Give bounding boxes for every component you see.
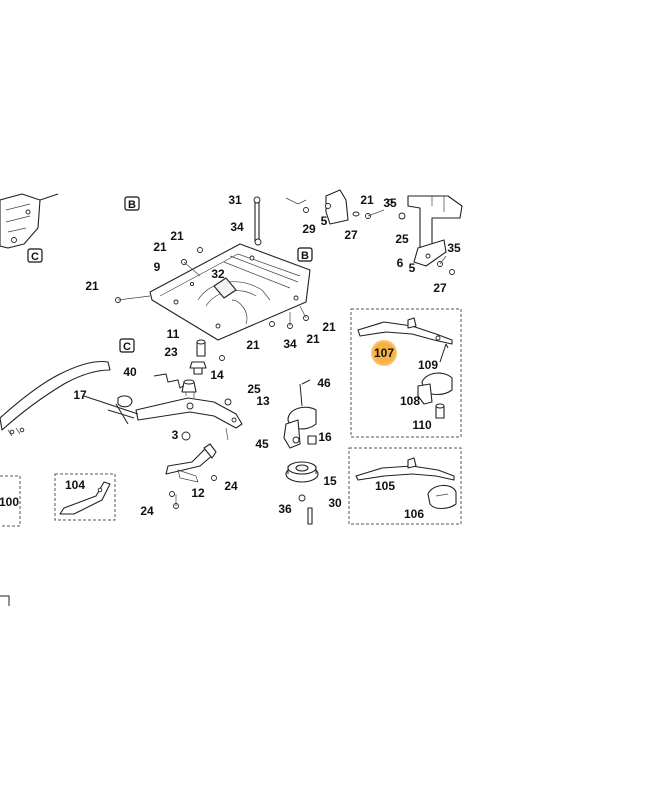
label-27: 27: [433, 281, 447, 295]
label-21: 21: [360, 193, 374, 207]
label-106: 106: [404, 507, 424, 521]
view-marker-c-left: C: [27, 248, 43, 263]
label-16: 16: [318, 430, 332, 444]
label-23: 23: [164, 345, 178, 359]
label-35: 35: [383, 196, 397, 210]
view-marker-b-top: B: [124, 196, 140, 211]
control-rod: [83, 395, 139, 425]
label-29: 29: [302, 222, 316, 236]
label-109: 109: [418, 358, 438, 372]
label-15: 15: [323, 474, 337, 488]
label-25: 25: [247, 382, 261, 396]
label-40: 40: [123, 365, 137, 379]
kit-box-107: [350, 308, 462, 438]
label-25: 25: [395, 232, 409, 246]
frame-section: [407, 195, 463, 275]
label-3: 3: [172, 428, 179, 442]
svg-text:B: B: [301, 250, 309, 262]
view-marker-c-rail: C: [119, 338, 135, 353]
svg-text:C: C: [31, 251, 39, 263]
label-14: 14: [210, 368, 224, 382]
pivot-bushing: [181, 379, 197, 393]
label-21: 21: [85, 279, 99, 293]
long-bolt: [253, 196, 261, 243]
label-46: 46: [317, 376, 331, 390]
svg-text:C: C: [123, 341, 131, 353]
label-11: 11: [167, 327, 180, 341]
label-35: 35: [447, 241, 461, 255]
label-31: 31: [228, 193, 242, 207]
label-13: 13: [256, 394, 270, 408]
label-110: 110: [412, 418, 432, 432]
label-34: 34: [283, 337, 297, 351]
label-21: 21: [170, 229, 184, 243]
label-24: 24: [140, 504, 154, 518]
label-21: 21: [322, 320, 336, 334]
kit-box-104: [54, 473, 116, 521]
label-6: 6: [397, 256, 404, 270]
spacer-and-bushing: [189, 339, 207, 375]
idler-arm: [283, 379, 317, 449]
label-36: 36: [278, 502, 292, 516]
label-105: 105: [375, 479, 395, 493]
label-45: 45: [255, 437, 269, 451]
nut-25: [224, 398, 232, 406]
bracket: [165, 431, 217, 509]
left-edge-assembly: [0, 193, 59, 249]
label-107[interactable]: 107: [374, 346, 394, 360]
plate-fasteners: [115, 238, 309, 361]
label-5: 5: [321, 214, 328, 228]
label-21: 21: [306, 332, 320, 346]
part-labels: 31 34 21 21 9 32 21 11 23 21 34 21 21 40…: [65, 193, 461, 521]
label-108: 108: [400, 394, 420, 408]
view-marker-b-right: B: [297, 247, 313, 262]
label-32: 32: [211, 267, 225, 281]
label-104: 104: [65, 478, 85, 492]
mounting-plate: [149, 243, 311, 341]
idler-pulley: [285, 461, 319, 483]
label-24: 24: [224, 479, 238, 493]
label-21: 21: [153, 240, 167, 254]
highlight-marker-107[interactable]: [371, 340, 397, 366]
label-12: 12: [191, 486, 205, 500]
label-21: 21: [246, 338, 260, 352]
label-5: 5: [409, 261, 416, 275]
label-34: 34: [230, 220, 244, 234]
label-100: 100: [0, 495, 19, 509]
frame-corner-mark: [0, 595, 10, 606]
pulley-fasteners: [298, 435, 317, 525]
label-17: 17: [73, 388, 87, 402]
label-27: 27: [344, 228, 358, 242]
svg-text:B: B: [128, 199, 136, 211]
label-30: 30: [328, 496, 342, 510]
label-9: 9: [154, 260, 161, 274]
lever-arm: [135, 387, 243, 441]
kit-box-105: [348, 447, 462, 525]
hand-rail: [0, 360, 111, 437]
top-right-bracket: [285, 189, 406, 225]
box-100-fragment: [0, 475, 21, 527]
